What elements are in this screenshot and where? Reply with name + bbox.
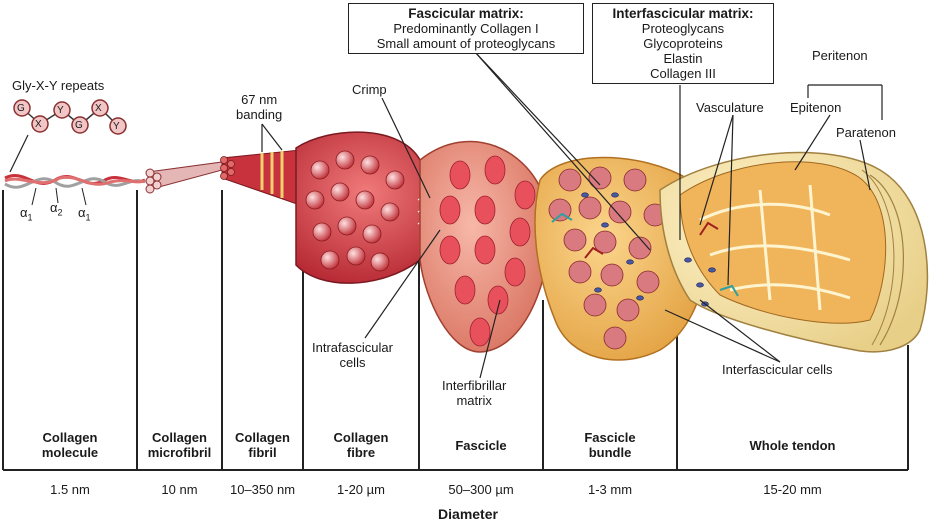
paratenon-label: Paratenon [836,125,896,140]
diameter-value: 1.5 nm [50,482,90,497]
epitenon-label: Epitenon [790,100,842,115]
fascicular-matrix-line: Small amount of proteoglycans [376,36,556,51]
gly-bead-g1: G [17,103,25,114]
triple-helix [4,174,146,189]
alpha1-label-b: α1 [78,205,91,223]
stage-label-whole-tendon: Whole tendon [749,438,836,453]
crimp-label: Crimp [352,82,387,97]
diameter-value: 10 nm [161,482,198,497]
gly-beads [13,99,127,135]
diameter-value: 15-20 mm [763,482,822,497]
stage-label-fascicle: Fascicle [455,438,507,453]
alpha1-label-a: α1 [20,205,33,223]
leader-lines [364,51,883,379]
fascicular-matrix-line: Predominantly Collagen I [393,21,539,36]
gly-repeats-label: Gly-X-Y repeats [12,78,105,93]
collagen-fibril [220,149,301,206]
diameter-value: 50–300 µm [448,482,514,497]
peritenon-label: Peritenon [812,48,868,63]
whole-tendon [659,151,929,353]
fascicular-matrix-heading: Fascicular matrix: [408,6,524,21]
gly-bead-y1: Y [57,105,64,116]
gly-bead-y2: Y [113,121,120,132]
diameter-value: 1-20 µm [337,482,385,497]
interfascicular-matrix-line: Collagen III [650,66,716,81]
diameter-value: 10–350 nm [229,482,296,497]
interfascicular-matrix-line: Glycoproteins [643,36,723,51]
gly-bead-g2: G [75,120,83,131]
gly-bead-x2: X [95,103,102,114]
interfascicular-matrix-box: Interfascicular matrix: Proteoglycans Gl… [592,3,774,84]
diameter-axis-title: Diameter [438,506,498,522]
interfascicular-matrix-heading: Interfascicular matrix: [612,6,754,21]
interfascicular-matrix-line: Proteoglycans [641,21,725,36]
fascicular-matrix-box: Fascicular matrix: Predominantly Collage… [348,3,584,54]
fascicle [419,140,550,353]
diameter-value: 1-3 mm [587,482,633,497]
interfascicular-matrix-line: Elastin [663,51,703,66]
vasculature-label: Vasculature [696,100,764,115]
alpha2-label: α2 [50,200,63,218]
interfascicular-cells-label: Interfascicular cells [722,362,833,377]
microfibril-strands [145,161,223,194]
gly-bead-x1: X [35,119,42,130]
